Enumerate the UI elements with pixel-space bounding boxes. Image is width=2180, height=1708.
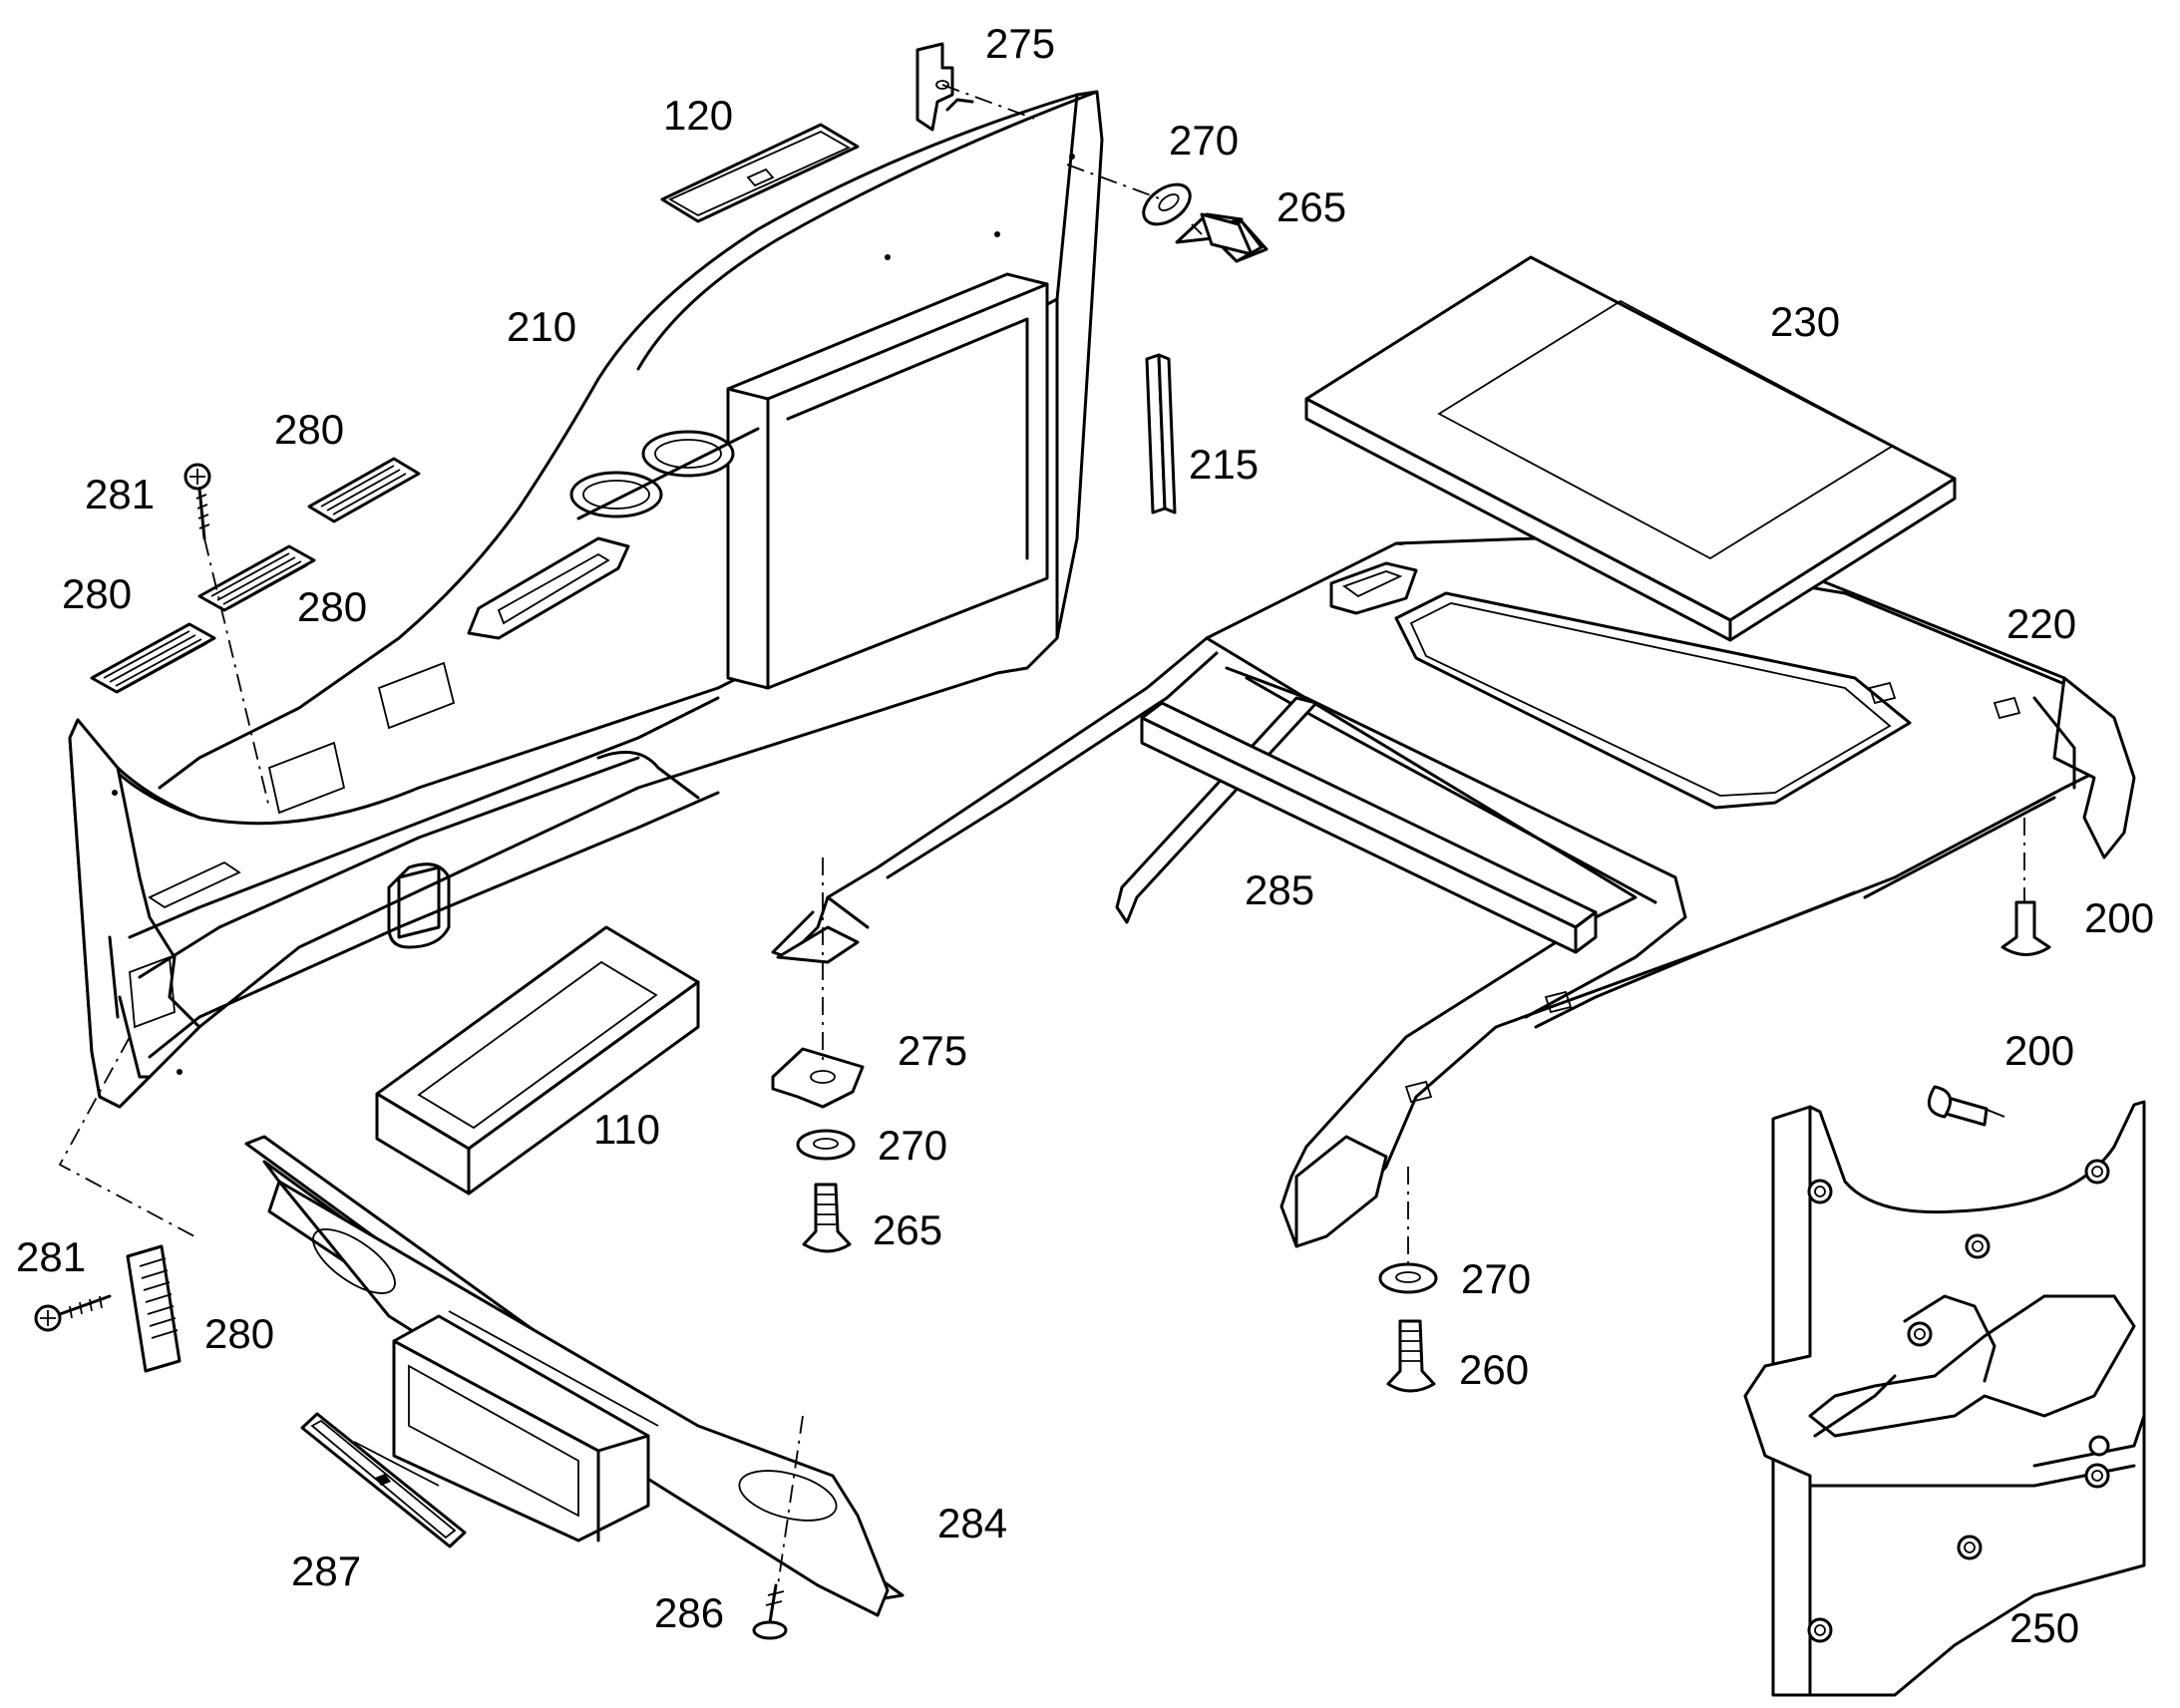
assembly-lines bbox=[58, 84, 2025, 1586]
part-260-bolt bbox=[1386, 1319, 1436, 1393]
part-281-screw-bottom bbox=[34, 1294, 112, 1332]
callout-280-b: 280 bbox=[62, 570, 132, 617]
part-200-fastener-bottom bbox=[1927, 1085, 2005, 1127]
callout-287: 287 bbox=[291, 1547, 361, 1594]
part-265-bolt-mid bbox=[802, 1183, 852, 1253]
callout-281-bottom: 281 bbox=[16, 1233, 86, 1280]
part-110-foam-box bbox=[375, 925, 700, 1196]
callout-200-a: 200 bbox=[2084, 894, 2154, 941]
part-270-washer-right bbox=[1378, 1262, 1438, 1294]
callout-210: 210 bbox=[507, 303, 576, 350]
callout-286: 286 bbox=[654, 1589, 724, 1636]
callout-284: 284 bbox=[937, 1500, 1007, 1546]
callout-281-top: 281 bbox=[85, 471, 155, 517]
part-280-grille-a bbox=[307, 457, 421, 523]
part-280-grille-c bbox=[90, 622, 216, 694]
callout-275-top: 275 bbox=[985, 20, 1055, 67]
callout-110: 110 bbox=[593, 1106, 660, 1153]
part-220-center-console bbox=[771, 536, 2136, 1248]
callout-275-mid: 275 bbox=[898, 1027, 967, 1074]
part-275-clip-mid bbox=[771, 1047, 865, 1109]
part-265-bolt-top bbox=[1175, 212, 1269, 263]
part-200-fastener-top bbox=[2000, 900, 2051, 956]
part-286-screw bbox=[752, 1583, 788, 1640]
callout-265-top: 265 bbox=[1276, 183, 1346, 230]
callout-285: 285 bbox=[1245, 866, 1314, 913]
part-270-washer-mid bbox=[796, 1129, 856, 1161]
part-280-grille-d bbox=[126, 1244, 182, 1373]
callout-265-mid: 265 bbox=[873, 1206, 942, 1253]
callout-270-mid: 270 bbox=[878, 1122, 947, 1169]
callout-270-right: 270 bbox=[1461, 1255, 1531, 1302]
callout-250: 250 bbox=[2009, 1604, 2079, 1651]
part-230-roof-pad bbox=[1304, 255, 1957, 642]
part-287-label-plate bbox=[300, 1412, 467, 1548]
part-275-clip-top bbox=[915, 42, 974, 132]
callout-270-top: 270 bbox=[1169, 117, 1239, 164]
callout-120: 120 bbox=[663, 92, 733, 139]
part-210-console-panel bbox=[68, 90, 1104, 1109]
callout-215: 215 bbox=[1189, 441, 1259, 488]
part-270-washer-top bbox=[1142, 182, 1192, 226]
callout-230: 230 bbox=[1770, 298, 1840, 345]
callout-200-b: 200 bbox=[2004, 1027, 2074, 1074]
part-120-label-plate bbox=[660, 123, 860, 223]
callout-280-d: 280 bbox=[204, 1310, 274, 1357]
callout-labels: 275 120 270 265 210 230 280 281 215 280 … bbox=[16, 20, 2154, 1651]
panel-bolt-bosses bbox=[1807, 1159, 2110, 1643]
part-284-lower-panel bbox=[244, 1135, 905, 1617]
callout-260: 260 bbox=[1459, 1346, 1529, 1393]
callout-280-a: 280 bbox=[274, 406, 344, 453]
part-280-grille-b bbox=[197, 544, 316, 612]
part-250-side-panel bbox=[1743, 1100, 2146, 1697]
part-281-screw-top bbox=[183, 463, 211, 540]
callout-220: 220 bbox=[2006, 600, 2076, 647]
part-285-foam-strip bbox=[1140, 701, 1598, 954]
part-215-strip bbox=[1145, 353, 1177, 514]
callout-280-c: 280 bbox=[297, 583, 367, 630]
